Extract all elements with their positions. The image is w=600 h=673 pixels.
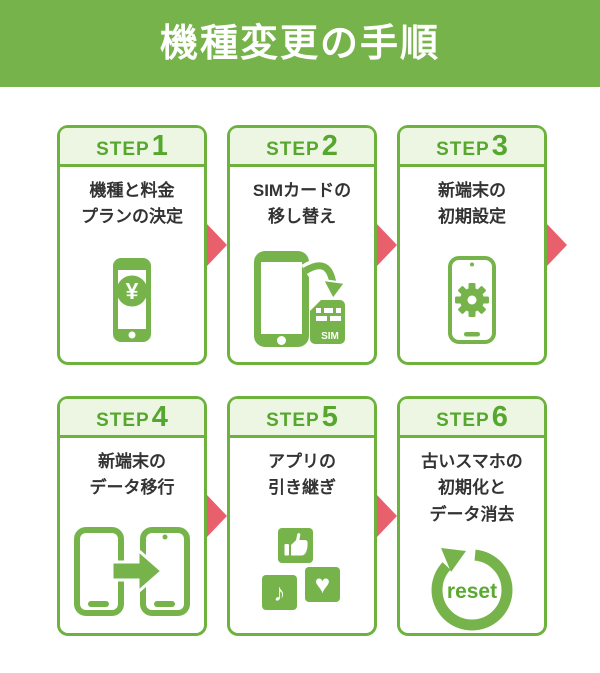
- step-5-title: アプリの 引き継ぎ: [268, 452, 336, 498]
- app-tiles-icon: ♪ ♥: [262, 528, 340, 611]
- step-6-title: 古いスマホの 初期化と データ消去: [421, 452, 523, 524]
- music-note-app-icon: ♪: [262, 575, 297, 611]
- step-label: STEP: [96, 139, 150, 160]
- step-label: STEP: [266, 410, 320, 431]
- sim-label: SIM: [321, 331, 339, 342]
- step-label: STEP: [436, 410, 490, 431]
- next-arrow: [207, 495, 227, 537]
- next-arrow: [207, 224, 227, 266]
- reset-label: reset: [447, 580, 497, 603]
- phones-transfer-icon: [74, 527, 190, 617]
- phone-yen-icon: ¥: [113, 258, 151, 343]
- step-number: 5: [321, 401, 338, 433]
- step-4-title: 新端末の データ移行: [89, 452, 175, 498]
- step-number: 3: [491, 130, 508, 162]
- step-number: 6: [491, 401, 508, 433]
- yen-symbol: ¥: [126, 278, 139, 304]
- step-3-title: 新端末の 初期設定: [438, 181, 506, 227]
- step-1-title: 機種と料金 プランの決定: [81, 181, 183, 227]
- heart-app-icon: ♥: [305, 567, 340, 603]
- next-arrow: [377, 495, 397, 537]
- step-label: STEP: [266, 139, 320, 160]
- step-number: 2: [321, 130, 338, 162]
- phone-sim-icon: SIM: [254, 251, 347, 348]
- next-arrow: [377, 224, 397, 266]
- reset-icon: reset: [431, 542, 513, 631]
- svg-text:♥: ♥: [315, 569, 330, 599]
- step-number: 4: [151, 401, 168, 433]
- step-label: STEP: [436, 139, 490, 160]
- page-title: 機種変更の手順: [159, 22, 440, 65]
- step-2-title: SIMカードの 移し替え: [252, 181, 352, 227]
- step-label: STEP: [96, 410, 150, 431]
- phone-gear-icon: [448, 256, 496, 345]
- step-number: 1: [151, 130, 168, 162]
- next-arrow: [547, 224, 567, 266]
- thumbs-up-app-icon: [278, 528, 313, 564]
- title-banner: 機種変更の手順: [0, 0, 600, 87]
- svg-text:♪: ♪: [274, 580, 286, 607]
